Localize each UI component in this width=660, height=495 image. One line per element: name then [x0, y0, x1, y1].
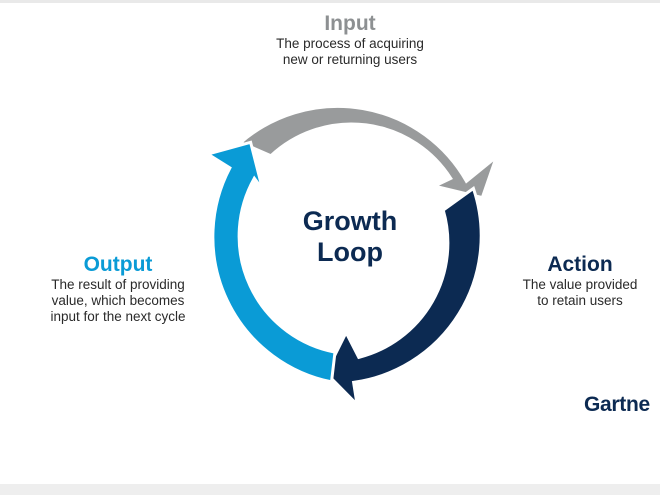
- top-border: [0, 0, 660, 3]
- action-description-line2: to retain users: [537, 293, 623, 308]
- center-title-line1: Growth: [302, 206, 398, 236]
- input-label: Input The process of acquiring new or re…: [240, 12, 460, 68]
- output-title: Output: [83, 253, 153, 276]
- action-arrow: [324, 185, 483, 409]
- growth-loop-title: Growth Loop: [270, 206, 430, 268]
- bottom-border: [0, 484, 660, 495]
- input-arrow: [237, 104, 500, 200]
- output-label: Output The result of providing value, wh…: [18, 253, 218, 325]
- action-description-line1: The value provided: [522, 277, 638, 292]
- input-title: Input: [324, 12, 376, 35]
- output-description-line3: input for the next cycle: [50, 309, 186, 324]
- input-description-line1: The process of acquiring: [276, 36, 424, 51]
- action-label: Action The value provided to retain user…: [500, 253, 660, 309]
- action-title: Action: [547, 253, 613, 276]
- output-description-line1: The result of providing: [51, 277, 185, 292]
- output-description-line2: value, which becomes: [51, 293, 185, 308]
- output-arrow: [204, 140, 337, 384]
- center-title-line2: Loop: [317, 237, 383, 267]
- input-description-line2: new or returning users: [282, 52, 418, 67]
- gartner-logo: Gartne: [584, 393, 650, 416]
